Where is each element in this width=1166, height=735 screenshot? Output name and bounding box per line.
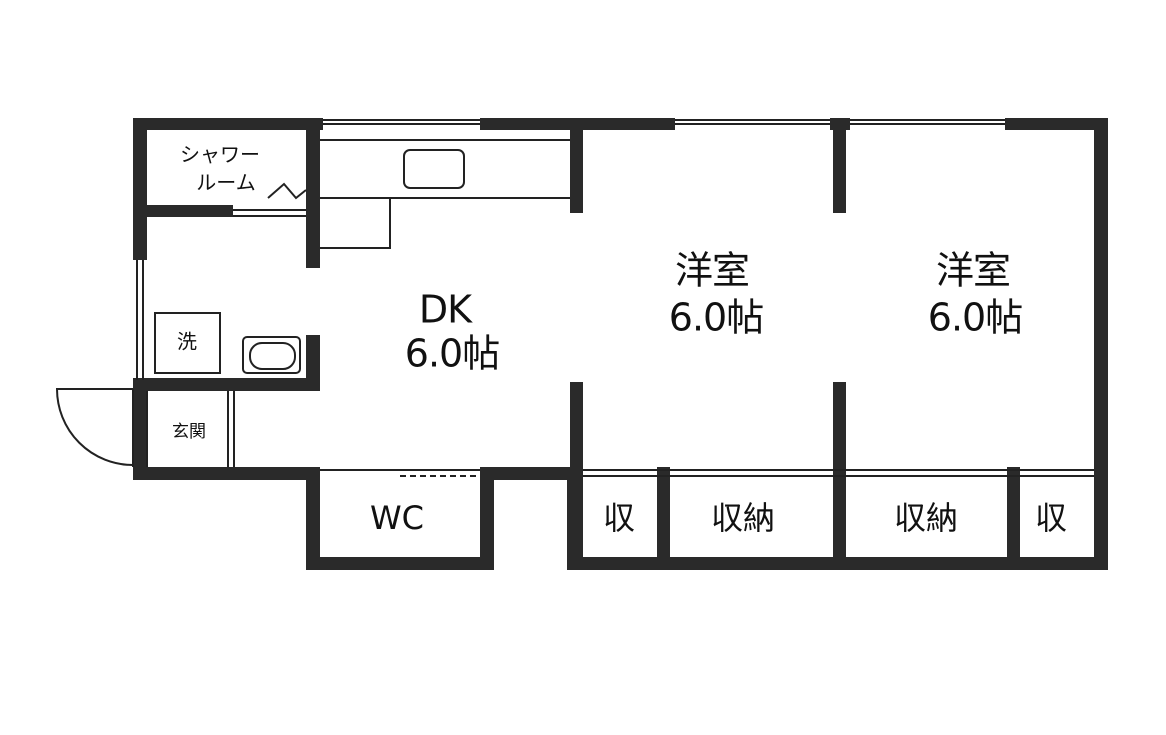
entrance-label: 玄関 [172,422,206,442]
wall-right [1094,118,1108,570]
wall-divider-2-top [833,130,846,213]
thin-lines [55,119,1094,477]
wall-top-right [1005,118,1108,130]
wall-left-lower [133,380,147,480]
wall-storage-div-1 [657,467,670,570]
washer-label: 洗 [177,330,197,354]
wall-bottom-entrance [133,467,318,480]
wall-wc-right [480,467,494,570]
western-room-2-size: 6.0帖 [928,296,1022,340]
wall-shower-right [306,118,320,268]
wall-left-upper [133,118,147,260]
wall-storage-bottom [567,557,1108,570]
dk-size: 6.0帖 [405,332,499,376]
toilet-label: WC [370,499,424,537]
walls [133,118,1108,570]
wall-wc-left [306,467,320,570]
western-room-1-name: 洋室 [675,249,749,293]
wall-storage-div-2 [1007,467,1020,570]
storage-small-1-label: 収 [603,499,635,537]
wall-top-kitchen [480,118,675,130]
wall-wet-right [306,335,320,390]
dk-name: DK [419,288,473,332]
wall-top-left [133,118,323,130]
wall-divider-1-top [570,130,583,213]
western-room-2-name: 洋室 [936,249,1010,293]
storage-small-2-label: 収 [1035,499,1067,537]
wall-bottom-dk [480,467,583,480]
wall-wc-bottom [306,557,494,570]
wall-wet-bottom [133,378,320,391]
closet-1-label: 収納 [711,499,775,537]
room-labels: シャワー ルーム DK 6.0帖 洋室 6.0帖 洋室 6.0帖 洗 玄関 WC… [172,143,1067,538]
closet-2-label: 収納 [894,499,958,537]
western-room-1-size: 6.0帖 [669,296,763,340]
wall-storage-left [567,467,581,570]
wall-top-mid [830,118,850,130]
shower-label-1: シャワー [180,143,260,167]
shower-label-2: ルーム [196,171,255,195]
wall-shower-bottom [133,205,233,217]
